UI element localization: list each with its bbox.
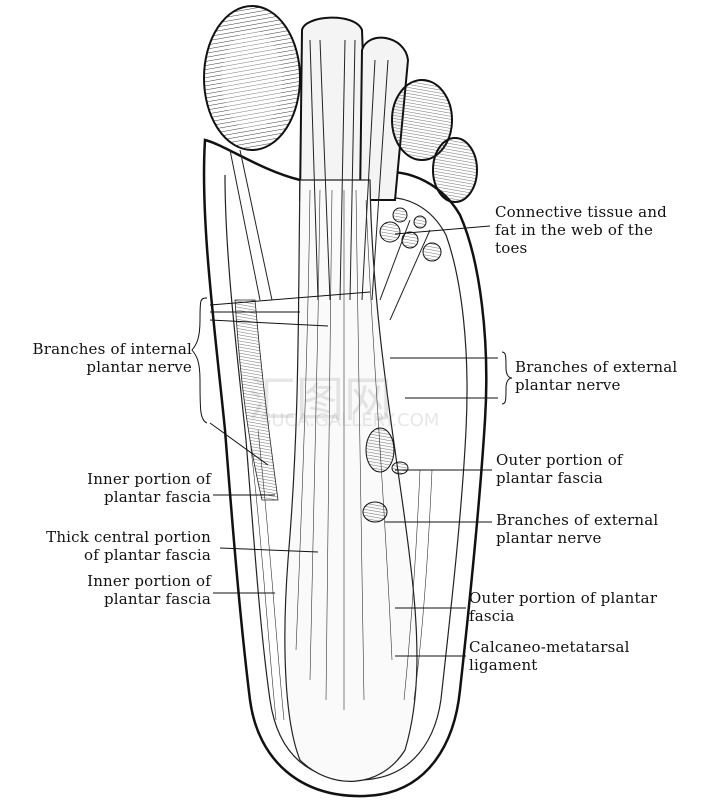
leader-lines (191, 225, 513, 657)
label-line: of plantar fascia (84, 546, 211, 564)
label-line: plantar nerve (86, 358, 192, 376)
label-inner-portion-lower: Inner portion of plantar fascia (0, 572, 211, 608)
label-line: Branches of internal (32, 340, 192, 358)
label-line: fat in the web of the (495, 221, 654, 239)
label-branches-internal: Branches of internal plantar nerve (0, 340, 192, 376)
label-line: plantar fascia (496, 469, 604, 487)
label-line: Thick central portion (46, 528, 211, 546)
outer-region-details (362, 427, 409, 523)
big-toe (203, 5, 301, 151)
watermark-en: SUCA.GALLERY.COM (260, 410, 440, 431)
label-branches-external-upper: Branches of external plantar nerve (515, 358, 677, 394)
label-line: fascia (469, 607, 515, 625)
label-line: plantar nerve (515, 376, 621, 394)
label-branches-external-lower: Branches of external plantar nerve (496, 511, 658, 547)
label-line: plantar fascia (103, 488, 211, 506)
label-outer-portion-upper: Outer portion of plantar fascia (496, 451, 623, 487)
label-calcaneo-metatarsal: Calcaneo-metatarsal ligament (469, 638, 630, 674)
label-line: ligament (469, 656, 538, 674)
fourth-toe (391, 79, 453, 161)
label-line: Branches of external (496, 511, 659, 529)
watermark-cn: 汇图网 (248, 372, 393, 428)
label-thick-central: Thick central portion of plantar fascia (0, 528, 211, 564)
label-line: Inner portion of (87, 470, 211, 488)
label-line: Branches of external (515, 358, 678, 376)
label-line: Calcaneo-metatarsal (469, 638, 630, 656)
label-line: plantar fascia (103, 590, 211, 608)
label-line: toes (495, 239, 528, 257)
label-line: Outer portion of plantar (469, 589, 658, 607)
label-outer-portion-lower: Outer portion of plantar fascia (469, 589, 657, 625)
label-line: Outer portion of (496, 451, 623, 469)
fat-web (379, 207, 442, 262)
label-line: Connective tissue and (495, 203, 667, 221)
label-line: plantar nerve (496, 529, 602, 547)
label-inner-portion-upper: Inner portion of plantar fascia (0, 470, 211, 506)
label-line: Inner portion of (87, 572, 211, 590)
label-connective-tissue: Connective tissue and fat in the web of … (495, 203, 667, 257)
fifth-toe (432, 137, 478, 203)
